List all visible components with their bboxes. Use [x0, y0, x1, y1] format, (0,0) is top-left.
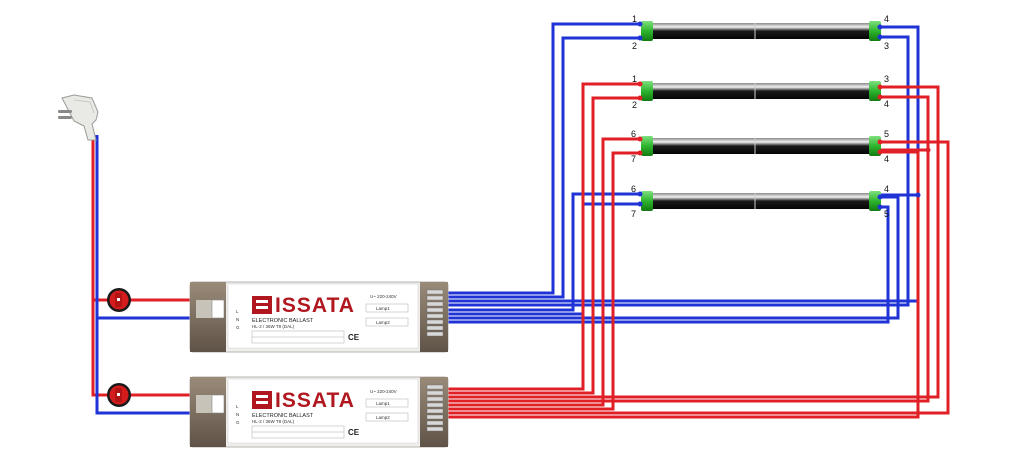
ballast-model: HL-2 / 36W T8 (DAL) [252, 324, 295, 329]
ballast-icon: ISSATA ELECTRONIC BALLAST HL-2 / 36W T8 … [189, 281, 449, 353]
ballast-brand: ISSATA [275, 294, 355, 317]
ballast-brand: ISSATA [275, 389, 355, 412]
b1-lamp4-pin6-wire [428, 192, 640, 312]
pin-label: 7 [631, 154, 636, 164]
pin-label: 7 [631, 209, 636, 219]
mains-neutral-wire [95, 135, 207, 415]
pin-label: 4 [884, 99, 889, 109]
ballast-model: HL-2 / 36W T8 (DAL) [252, 419, 295, 424]
fluorescent-tube-icon: 6 7 5 4 [631, 129, 889, 164]
ballast-type: ELECTRONIC BALLAST [252, 413, 314, 419]
fluorescent-tube-icon: 1 2 4 3 [632, 14, 889, 51]
pin-label: 4 [884, 14, 889, 24]
ballast-type: ELECTRONIC BALLAST [252, 318, 314, 324]
fluorescent-tube-icon: 6 7 4 5 [631, 184, 889, 219]
pin-label: 2 [632, 100, 637, 110]
terminal-label: L [236, 309, 239, 314]
b1-lamp1-pin3-wire [428, 35, 910, 307]
pin-label: 6 [631, 184, 636, 194]
terminal-label: L [236, 404, 239, 409]
fluorescent-tube-icon: 1 2 3 4 [632, 74, 889, 110]
terminal-label: G [236, 420, 240, 425]
b1-lamp4-pin5-wire [428, 205, 890, 324]
b2-lamp2-pin2-wire [428, 96, 640, 395]
b2-lamp3-pin5-wire [428, 140, 950, 415]
b2-lamp2-pin1-wire [428, 82, 640, 391]
junction-dot [915, 192, 921, 198]
pin-label: 3 [884, 41, 889, 51]
ballast-voltage: U~ 220-240V [370, 294, 397, 299]
pin-label: 1 [632, 74, 637, 84]
ballast-lamp-label: Lamp1 [376, 401, 390, 406]
ballast-lamp-label: Lamp1 [376, 306, 390, 311]
pin-label: 5 [884, 209, 889, 219]
b1-lamp1-pin2-wire [428, 36, 640, 299]
junction-dot [925, 147, 931, 153]
b1-lamp1-pin1-wire [428, 22, 640, 295]
b2-lamp3-pin6-wire [428, 137, 640, 407]
terminal-label: N [236, 412, 239, 417]
b2-lamp2-pin4-wire [428, 95, 930, 403]
pin-label: 6 [631, 129, 636, 139]
ce-mark: CE [348, 428, 360, 437]
ce-mark: CE [348, 333, 360, 342]
terminal-label: G [236, 325, 240, 330]
rocker-switch-icon[interactable] [107, 383, 131, 407]
pin-label: 4 [884, 184, 889, 194]
pin-label: 3 [884, 74, 889, 84]
pin-label: 2 [632, 41, 637, 51]
pin-label: 1 [632, 14, 637, 24]
b2-lamp3-pin7-wire [428, 151, 640, 411]
wires [91, 22, 950, 419]
ballast-lamp-label: Lamp2 [376, 320, 390, 325]
pin-label: 5 [884, 129, 889, 139]
ballast-voltage: U~ 220-240V [370, 389, 397, 394]
ballast-icon: ISSATA ELECTRONIC BALLAST HL-2 / 36W T8 … [189, 376, 449, 448]
b1-lamp4-pin4-wire [428, 195, 900, 320]
power-plug-icon [58, 94, 99, 141]
ballast-lamp-label: Lamp2 [376, 415, 390, 420]
pin-label: 4 [884, 154, 889, 164]
terminal-label: N [236, 317, 239, 322]
b1-lamp1-pin4-wire [428, 25, 920, 303]
b2-lamp3-pin4-wire [428, 150, 920, 419]
rocker-switch-icon[interactable] [107, 288, 131, 312]
b2-lamp2-pin3-wire [428, 85, 940, 399]
